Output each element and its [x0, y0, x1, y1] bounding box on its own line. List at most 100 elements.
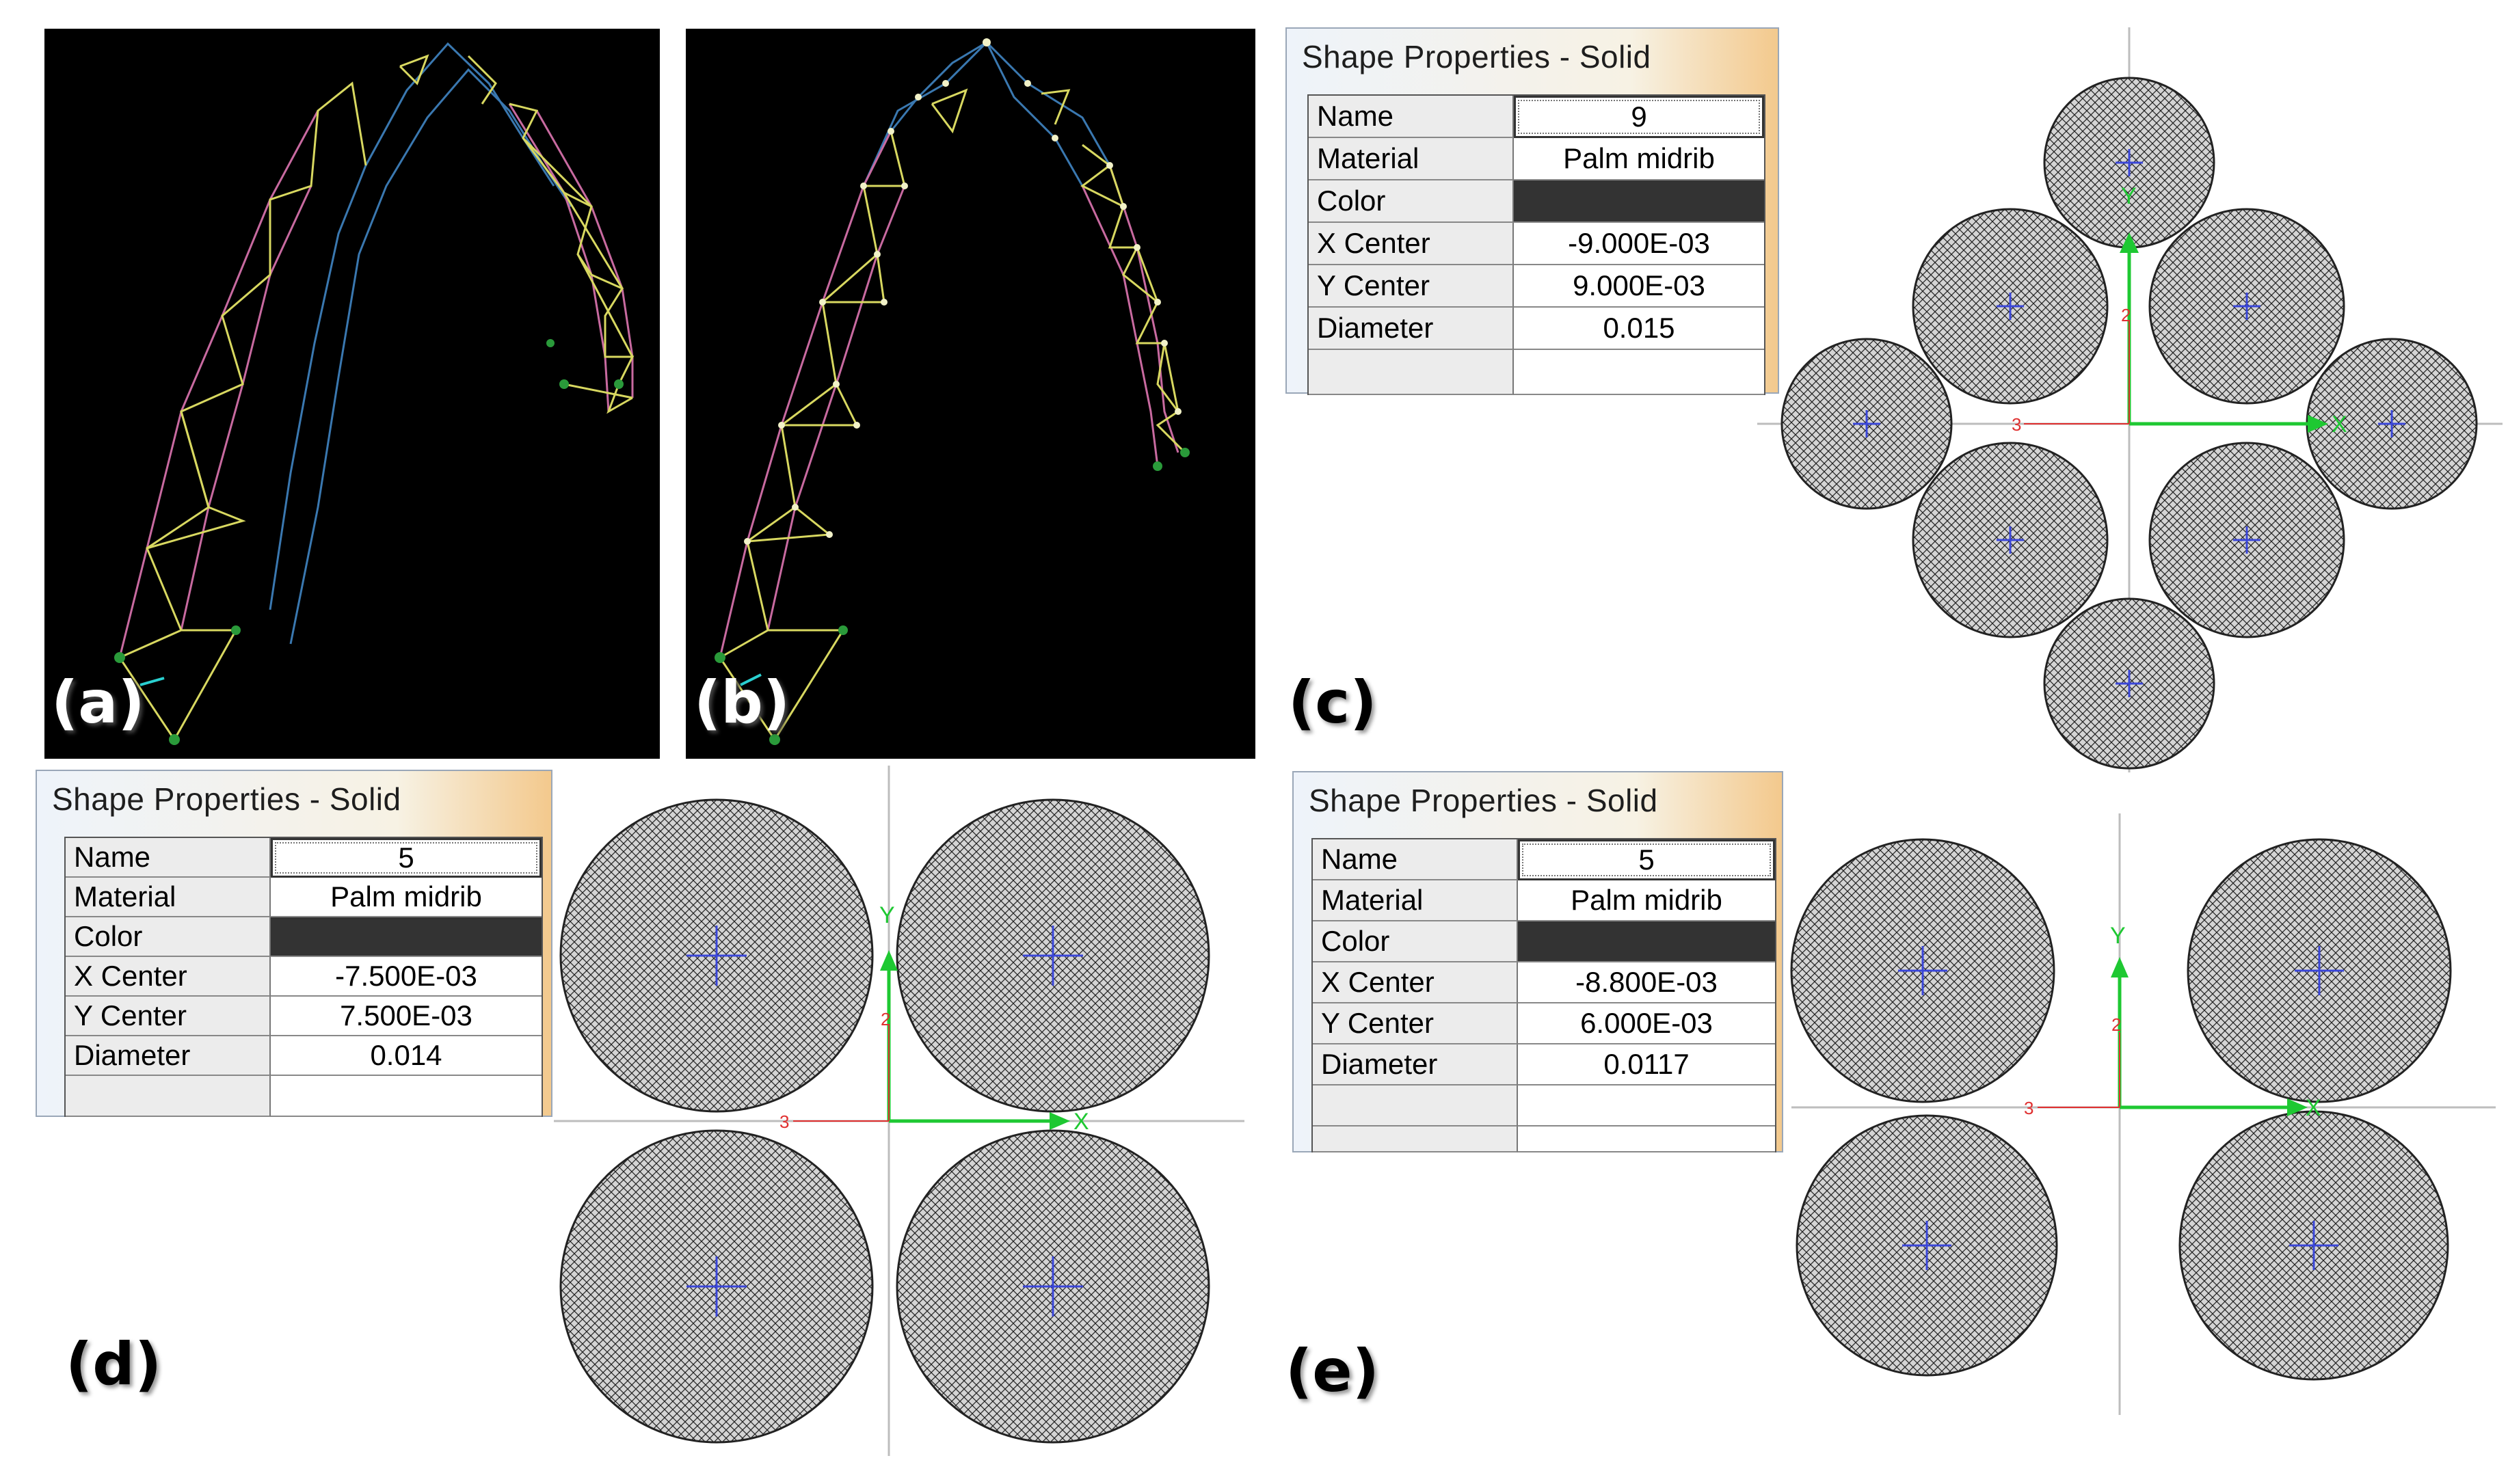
dialog-title: Shape Properties - Solid [52, 781, 401, 817]
prop-key: Color [1309, 180, 1514, 223]
center-cross-lower-right [1023, 1256, 1083, 1317]
prop-key: Name [66, 838, 271, 878]
material-field[interactable]: Palm midrib [1514, 138, 1764, 180]
prop-row-name: Name 5 [66, 838, 542, 878]
axis-triad-d: Y X 2 3 [779, 902, 1089, 1135]
axis-tick-2: 2 [2111, 1014, 2121, 1035]
support-node-a-left [114, 652, 125, 663]
center-cross-right [2378, 410, 2405, 437]
node-b-2 [915, 94, 922, 100]
support-node-a-r2 [614, 379, 624, 389]
support-node-a-r3 [546, 339, 555, 347]
axis-tick-3: 3 [779, 1111, 789, 1132]
node-b-14 [744, 538, 751, 545]
prop-key: Color [1313, 921, 1518, 962]
x-center-field[interactable]: -9.000E-03 [1514, 223, 1764, 265]
diameter-field[interactable]: 0.0117 [1518, 1044, 1775, 1085]
diameter-field[interactable]: 0.015 [1514, 308, 1764, 350]
node-b-9 [874, 251, 881, 258]
panel-label-e: (e) [1285, 1337, 1379, 1405]
axis-tick-3: 3 [2024, 1098, 2033, 1118]
panel-label-b: (b) [694, 669, 790, 737]
axis-tick-2: 2 [881, 1009, 890, 1029]
node-b-4 [1052, 135, 1058, 141]
node-b-19 [1134, 244, 1140, 251]
x-center-field[interactable]: -8.800E-03 [1518, 962, 1775, 1003]
support-node-b-r1 [1153, 461, 1162, 471]
prop-key: Diameter [66, 1036, 271, 1076]
prop-row-name: Name 5 [1313, 839, 1775, 880]
prop-row-material: Material Palm midrib [66, 878, 542, 917]
prop-row-color: Color [1309, 180, 1764, 223]
support-node-b-bottom [769, 734, 780, 745]
prop-key: X Center [1309, 223, 1514, 265]
support-node-a-r1 [559, 379, 569, 389]
center-cross-bottom [2116, 670, 2143, 697]
center-cross-upper-left [1898, 946, 1947, 995]
node-b-3 [1024, 80, 1031, 87]
center-cross-upper-right [2233, 293, 2260, 320]
panel-label-c: (c) [1288, 669, 1377, 737]
center-cross-lower-left [686, 1256, 747, 1317]
prop-row-empty [66, 1076, 542, 1117]
prop-key: X Center [1313, 962, 1518, 1003]
material-field[interactable]: Palm midrib [271, 878, 542, 917]
empty-field[interactable] [1518, 1127, 1775, 1152]
center-cross-lower-left [1902, 1221, 1951, 1270]
node-b-11 [778, 422, 785, 429]
prop-row-color: Color [1313, 921, 1775, 962]
node-b-21 [1161, 340, 1168, 347]
prop-row-empty [1309, 350, 1764, 395]
node-b-10 [881, 299, 888, 306]
node-b-6 [860, 183, 867, 189]
diameter-field[interactable]: 0.014 [271, 1036, 542, 1076]
prop-row-y-center: Y Center 9.000E-03 [1309, 265, 1764, 308]
dialog-title: Shape Properties - Solid [1309, 783, 1658, 818]
y-center-field[interactable]: 6.000E-03 [1518, 1003, 1775, 1044]
prop-row-y-center: Y Center 6.000E-03 [1313, 1003, 1775, 1044]
node-b-12 [833, 381, 840, 388]
y-center-field[interactable]: 9.000E-03 [1514, 265, 1764, 308]
x-center-field[interactable]: -7.500E-03 [271, 957, 542, 997]
name-field[interactable]: 5 [1518, 839, 1775, 880]
truss-arch-panel-b: (b) [686, 29, 1255, 759]
empty-field[interactable] [271, 1076, 542, 1117]
prop-key: Y Center [1309, 265, 1514, 308]
support-node-b-r2 [1180, 448, 1190, 457]
prop-key [1313, 1085, 1518, 1127]
prop-row-empty-1 [1313, 1085, 1775, 1127]
color-swatch[interactable] [271, 917, 542, 957]
prop-key: Diameter [1313, 1044, 1518, 1085]
prop-row-material: Material Palm midrib [1313, 880, 1775, 921]
name-field[interactable]: 9 [1514, 96, 1764, 138]
empty-field[interactable] [1514, 350, 1764, 395]
center-cross-upper-right [1023, 926, 1083, 986]
dialog-title: Shape Properties - Solid [1302, 39, 1651, 75]
center-cross-lower-right [2233, 526, 2260, 554]
axis-label-y: Y [879, 902, 895, 928]
prop-row-x-center: X Center -7.500E-03 [66, 957, 542, 997]
prop-key: Material [1309, 138, 1514, 180]
prop-row-diameter: Diameter 0.015 [1309, 308, 1764, 350]
axis-label-y: Y [2121, 183, 2137, 209]
y-center-field[interactable]: 7.500E-03 [271, 997, 542, 1036]
center-cross-top [2116, 149, 2143, 176]
prop-key: Material [1313, 880, 1518, 921]
prop-row-x-center: X Center -9.000E-03 [1309, 223, 1764, 265]
axis-label-y: Y [2110, 923, 2126, 949]
prop-key [1313, 1127, 1518, 1152]
prop-row-name: Name 9 [1309, 96, 1764, 138]
axis-label-x: X [2306, 1095, 2321, 1121]
prop-key: Color [66, 917, 271, 957]
axis-tick-2: 2 [2121, 305, 2131, 325]
prop-key: Y Center [1313, 1003, 1518, 1044]
color-swatch[interactable] [1514, 180, 1764, 223]
material-field[interactable]: Palm midrib [1518, 880, 1775, 921]
center-cross-left [1853, 410, 1880, 437]
cross-section-e: Y X 2 3 [1790, 813, 2496, 1415]
prop-row-diameter: Diameter 0.0117 [1313, 1044, 1775, 1085]
empty-field[interactable] [1518, 1085, 1775, 1127]
name-field[interactable]: 5 [271, 838, 542, 878]
prop-key [1309, 350, 1514, 395]
color-swatch[interactable] [1518, 921, 1775, 962]
